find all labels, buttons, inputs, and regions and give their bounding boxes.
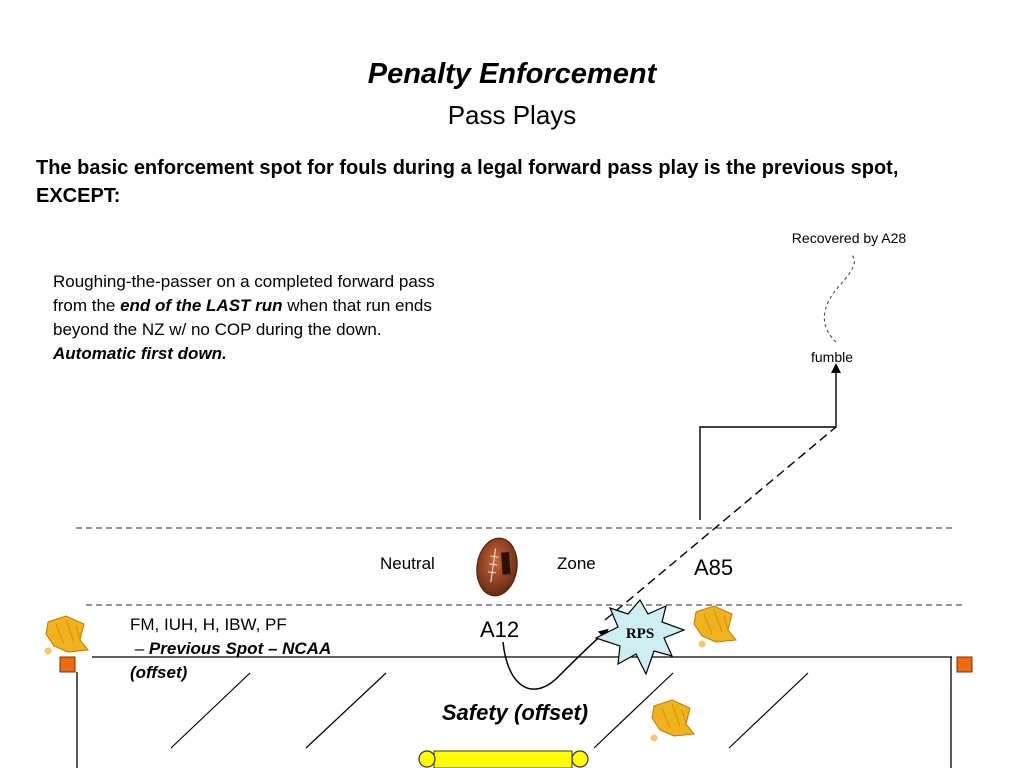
fumble-label: fumble [810, 349, 854, 365]
end-zone-hash [593, 672, 674, 749]
goalpost-right-upright [571, 750, 589, 768]
intro-statement: The basic enforcement spot for fouls dur… [36, 157, 899, 207]
penalty-flag-icon [693, 605, 737, 648]
rps-starburst [594, 598, 686, 676]
fouls-dash: – [134, 639, 149, 658]
fouls-enforcement-emphasis: Previous Spot – NCAA (offset) [130, 639, 331, 682]
page-title: Penalty Enforcement [367, 58, 657, 90]
goalpost-left-upright [418, 750, 436, 768]
rps-label: RPS [625, 626, 655, 642]
recovered-by-label: Recovered by A28 [791, 230, 907, 246]
a85-run-route [699, 363, 841, 520]
fouls-enforcement-line: – Previous Spot – NCAA (offset) [130, 637, 390, 685]
fouls-enforcement-text: FM, IUH, H, IBW, PF – Previous Spot – NC… [130, 613, 390, 685]
penalty-flag-icon [44, 615, 89, 655]
left-pylon-marker [59, 656, 76, 673]
rule-emphasis-last-run: end of the LAST run [120, 296, 283, 315]
passer-path [502, 628, 609, 690]
rule-emphasis-first-down: Automatic first down. [53, 344, 227, 363]
neutral-label: Neutral [380, 554, 435, 573]
end-zone-hash [170, 672, 251, 749]
rule-text-part1: Roughing-the-passer on a completed forwa… [53, 272, 435, 315]
rps-exception-text: Roughing-the-passer on a completed forwa… [53, 270, 453, 366]
safety-label: Safety (offset) [441, 700, 589, 725]
end-zone-hash [728, 672, 809, 749]
rule-text-part2: when that run ends beyond the NZ w/ no C… [53, 296, 432, 339]
zone-label: Zone [557, 554, 596, 573]
forward-pass-line [604, 426, 837, 621]
goalpost-crossbar [433, 750, 573, 768]
end-zone-hash [305, 672, 387, 749]
football-icon [476, 537, 518, 597]
player-a85-label: A85 [694, 555, 734, 580]
fouls-list: FM, IUH, H, IBW, PF [130, 615, 287, 634]
fumble-recovery-path [823, 254, 855, 343]
page-subtitle: Pass Plays [447, 100, 577, 130]
right-pylon-marker [956, 656, 973, 673]
player-a12-label: A12 [480, 617, 520, 642]
penalty-flag-icon [650, 699, 695, 742]
